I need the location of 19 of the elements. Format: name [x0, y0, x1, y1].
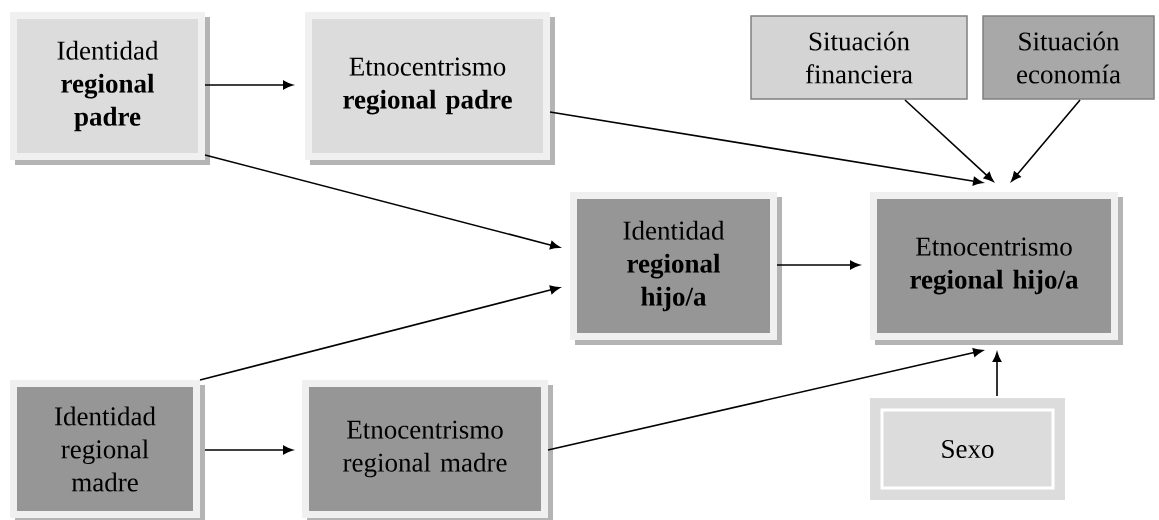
arrow [992, 352, 1002, 397]
variable-box: Identidad regional hijo/a [570, 192, 782, 345]
variable-box: Situación financiera [750, 15, 968, 100]
variable-box: Identidad regional madre [10, 380, 205, 520]
arrow [547, 348, 983, 451]
arrow [776, 260, 860, 270]
arrow [204, 80, 293, 90]
variable-box: Sexo [870, 398, 1065, 500]
arrow [204, 445, 293, 455]
variable-box: Etnocentrismo regional madre [302, 380, 553, 520]
arrow [904, 99, 994, 182]
arrow [1011, 99, 1081, 182]
arrow [204, 154, 560, 250]
variable-box: Etnocentrismo regional padre [305, 12, 555, 165]
arrow [549, 111, 983, 186]
arrow [199, 285, 560, 381]
variable-box: Identidad regional padre [10, 12, 210, 165]
variable-box: Etnocentrismo regional hijo/a [870, 192, 1123, 345]
variable-box: Situación economía [982, 15, 1155, 100]
